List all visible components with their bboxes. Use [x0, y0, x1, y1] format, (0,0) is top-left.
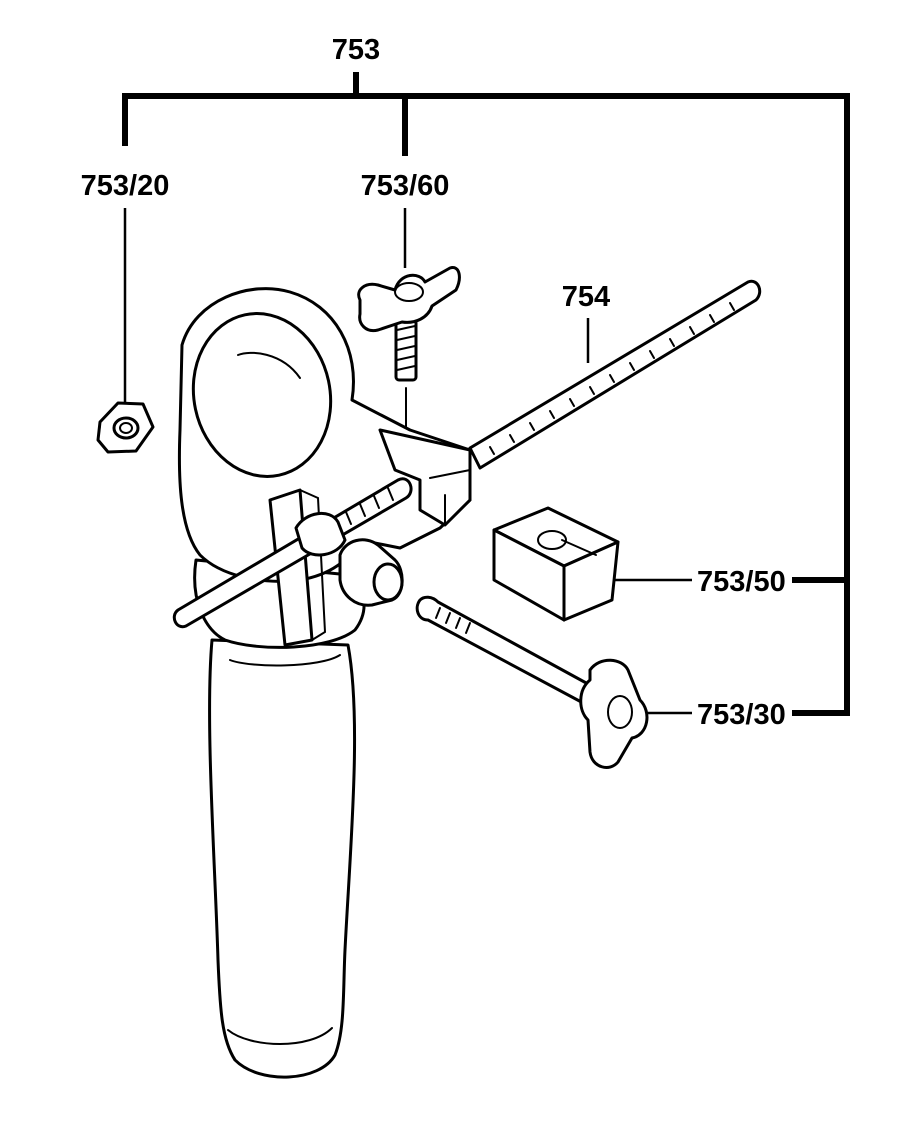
tommy-bolt-part [415, 595, 649, 769]
label-753-50: 753/50 [697, 566, 786, 598]
clamp-block-part [492, 506, 620, 622]
leader-lines [123, 208, 692, 715]
label-753-20: 753/20 [81, 170, 170, 202]
label-754: 754 [562, 281, 610, 313]
depth-rod-part [468, 279, 762, 470]
assembly-bracket [122, 72, 850, 716]
label-753-60: 753/60 [361, 170, 450, 202]
hex-nut-part [96, 401, 155, 454]
side-handle-part [177, 287, 472, 1079]
label-753: 753 [332, 34, 380, 66]
bracket-main-line [122, 93, 850, 716]
label-753-30: 753/30 [697, 699, 786, 731]
depth-gauge-rod-part [172, 477, 413, 629]
